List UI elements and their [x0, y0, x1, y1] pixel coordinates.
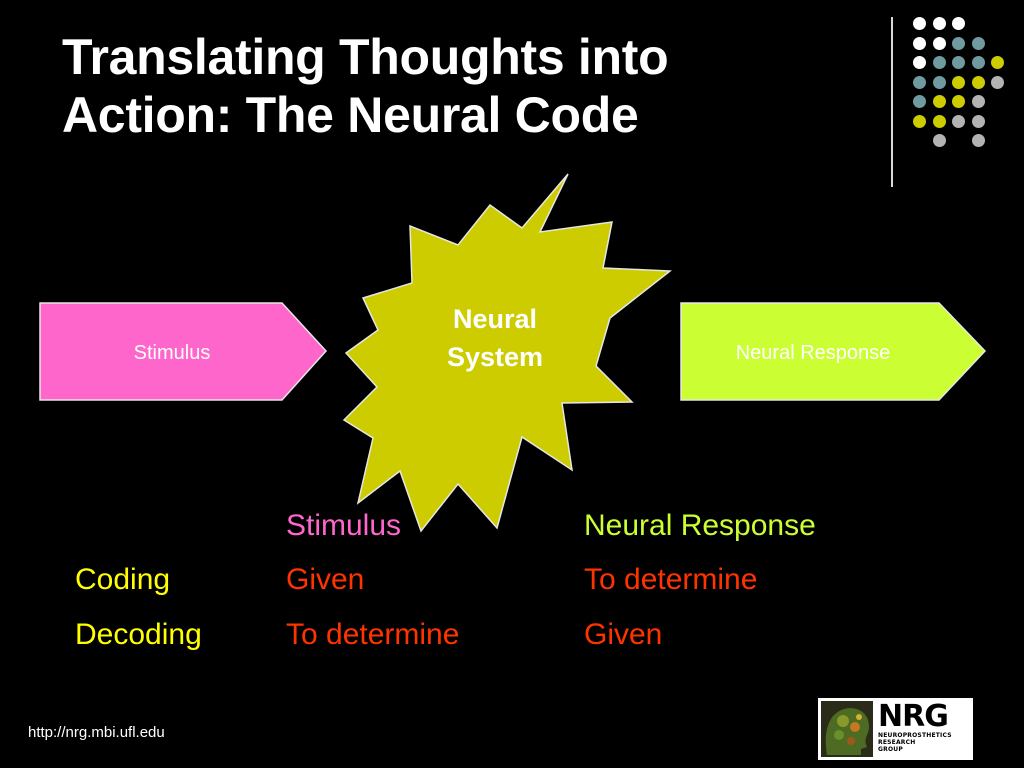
decorative-dot — [971, 134, 985, 147]
decorative-dot — [932, 134, 946, 147]
table-cell-decoding-response: Given — [584, 618, 663, 651]
decorative-dot — [952, 56, 965, 69]
neural-system-line-1: Neural — [452, 304, 538, 334]
title-line-1: Translating Thoughts into — [62, 29, 669, 85]
decorative-dot — [952, 95, 965, 108]
decorative-dot — [952, 75, 965, 89]
logo-sub-line-3: GROUP — [878, 746, 903, 753]
decorative-dot — [971, 36, 985, 50]
nrg-logo: NRG NEUROPROSTHETICS RESEARCH GROUP — [818, 698, 973, 760]
decorative-dot — [913, 56, 926, 69]
decorative-dot — [952, 114, 965, 128]
decorative-dot — [913, 95, 926, 108]
decorative-dot — [932, 17, 946, 30]
neural-system-line-2: System — [446, 342, 544, 372]
table-cell-decoding-stimulus: To determine — [286, 618, 460, 651]
decorative-dot — [991, 75, 1004, 89]
decorative-dot — [971, 56, 985, 69]
neural-system-label: Neural System — [405, 300, 585, 376]
title-line-2: Action: The Neural Code — [62, 87, 639, 143]
decorative-dot — [971, 114, 985, 128]
decorative-dot — [932, 75, 946, 89]
decorative-dot — [952, 36, 965, 50]
stimulus-box-label: Stimulus — [133, 342, 211, 364]
logo-subtitle: NEUROPROSTHETICS RESEARCH GROUP — [878, 732, 970, 753]
table-row-label-decoding: Decoding — [75, 618, 202, 651]
table-header-stimulus: Stimulus — [286, 509, 402, 542]
logo-name: NRG — [878, 699, 949, 734]
table-cell-coding-response: To determine — [584, 563, 758, 596]
table-row-label-coding: Coding — [75, 563, 171, 596]
logo-sub-line-2: RESEARCH — [878, 739, 916, 746]
decorative-dot — [913, 36, 926, 50]
table-cell-coding-stimulus: Given — [286, 563, 365, 596]
decorative-dot — [913, 17, 926, 30]
decorative-dot — [971, 75, 985, 89]
neural-response-arrow-shape — [680, 302, 987, 401]
slide-title: Translating Thoughts into Action: The Ne… — [62, 28, 842, 144]
neural-response-box-label: Neural Response — [735, 342, 891, 364]
decorative-dot — [932, 95, 946, 108]
decorative-dot — [971, 95, 985, 108]
logo-sub-line-1: NEUROPROSTHETICS — [878, 732, 952, 739]
brain-head-photo-icon — [821, 701, 873, 757]
footer-url-text: http://nrg.mbi.ufl.edu — [28, 724, 165, 741]
stimulus-arrow-shape — [39, 302, 328, 401]
decorative-dot — [932, 36, 946, 50]
decorative-dot — [913, 75, 926, 89]
decorative-dot — [932, 56, 946, 69]
decorative-dot — [932, 114, 946, 128]
neural-system-burst-shape — [342, 173, 673, 533]
decorative-dot — [952, 17, 965, 30]
decorative-dot — [913, 114, 926, 128]
decorative-divider-line — [891, 17, 893, 187]
table-header-neural-response: Neural Response — [584, 509, 816, 542]
decorative-dot — [991, 56, 1004, 69]
